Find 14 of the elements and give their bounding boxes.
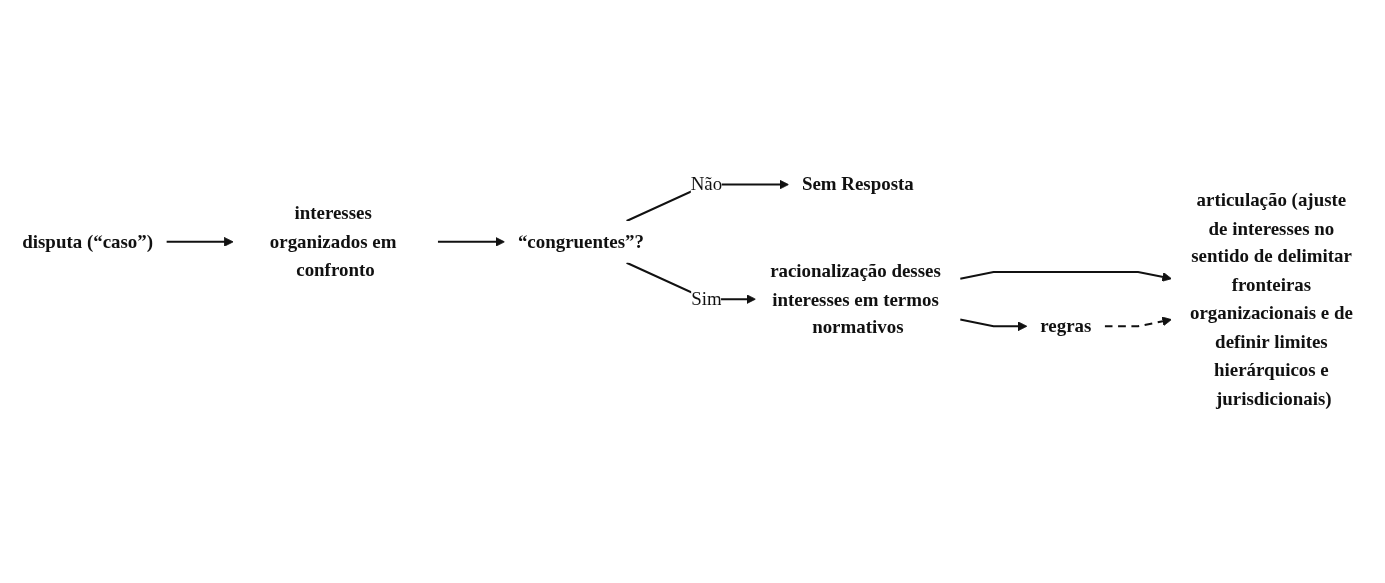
arrow [1103,316,1172,328]
arrow [959,271,1172,282]
node-text: interesses organizados em confronto [269,202,397,281]
arrow [165,236,234,247]
node-text: articulação (ajuste de interesses no sentido de delimitar fronteiras organizacionais e de definir limites hierárquicos e jurisdicionais) [1189,189,1353,409]
edge-label: Não [690,173,723,195]
node-text: disputa (“caso”) [22,231,154,253]
node-text: racionalização desses interesses em termos normativos [770,259,941,338]
node-text: regras [1040,315,1092,337]
node-text: Sem Resposta [801,173,914,195]
arrow [959,318,1028,332]
arrow [436,236,505,247]
edge-label: Sim [691,288,722,310]
node-text: “congruentes”? [517,231,644,253]
